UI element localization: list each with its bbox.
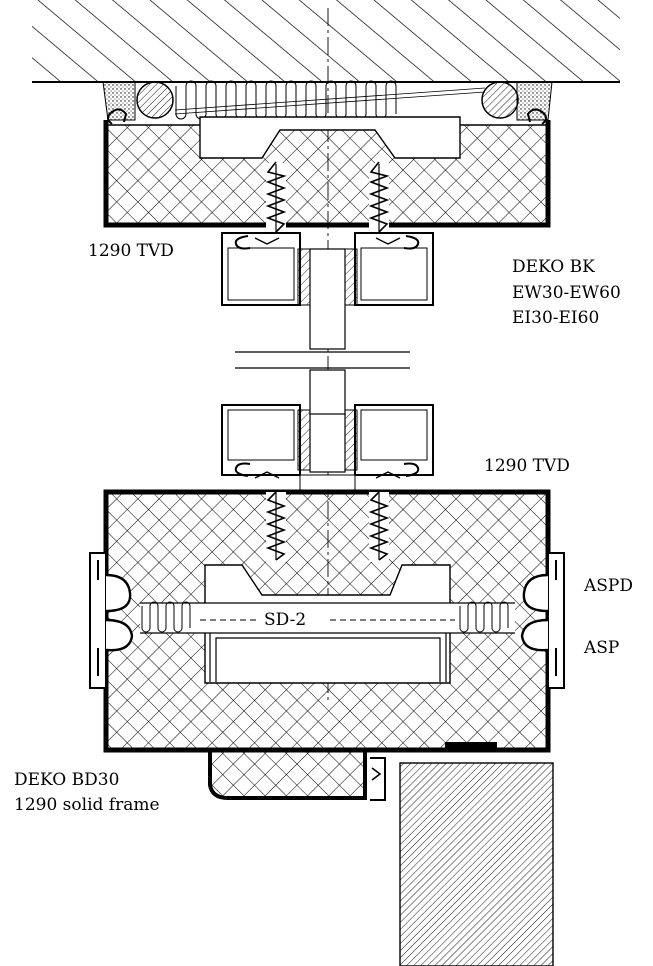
wall-jamb xyxy=(399,762,554,966)
screw-top-left xyxy=(265,161,287,233)
label-ew-rating: EW30-EW60 xyxy=(512,283,621,303)
intumescent-strip-sd2 xyxy=(140,601,515,634)
label-solid-frame: 1290 solid frame xyxy=(14,795,160,815)
backer-rod-left xyxy=(136,81,174,119)
gasket-right xyxy=(520,552,565,689)
label-aspd: ASPD xyxy=(583,576,633,596)
door-leaf-rebate xyxy=(208,742,497,801)
top-frame-profile xyxy=(103,108,551,228)
mullion-profile-lower xyxy=(221,404,434,492)
backer-rod-right xyxy=(481,81,519,119)
gasket-left xyxy=(89,552,134,689)
break-lines xyxy=(235,351,410,416)
screw-bottom-left xyxy=(265,491,287,562)
label-ei-rating: EI30-EI60 xyxy=(512,308,599,328)
label-deko-bd30: DEKO BD30 xyxy=(14,770,119,790)
label-1290-tvd-bottom: 1290 TVD xyxy=(484,456,570,476)
top-joint-seal xyxy=(102,80,553,121)
label-1290-tvd-top: 1290 TVD xyxy=(88,241,174,261)
intumescent-fold-top xyxy=(175,80,397,120)
label-sd2: SD-2 xyxy=(264,610,306,630)
label-deko-bk: DEKO BK xyxy=(512,257,595,277)
mullion-profile-upper xyxy=(221,232,434,350)
label-asp: ASP xyxy=(583,638,619,658)
screw-top-right xyxy=(368,161,390,233)
screw-bottom-right xyxy=(368,491,390,562)
wall-lintel xyxy=(32,0,620,83)
